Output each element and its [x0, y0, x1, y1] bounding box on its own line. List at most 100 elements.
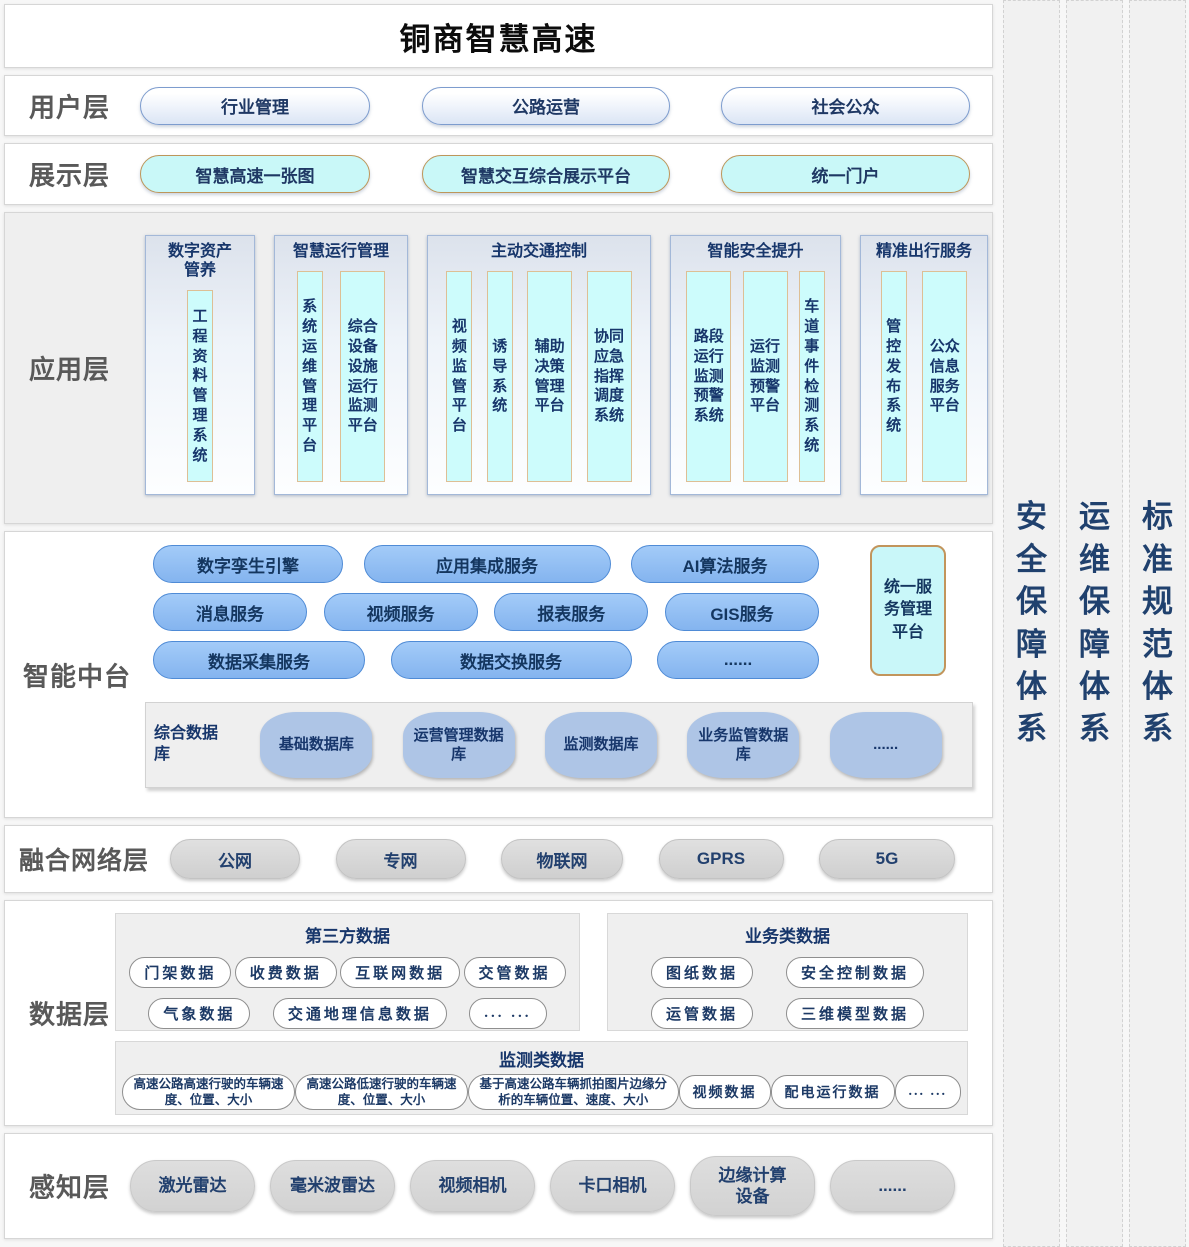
user-layer-items: 行业管理 公路运营 社会公众	[140, 86, 970, 125]
business-data-box: 业务类数据 图纸数据 安全控制数据 运管数据 三维模型数据	[607, 913, 968, 1031]
perception-layer-label: 感知层	[29, 1172, 111, 1203]
network-items: 公网 专网 物联网 GPRS 5G	[170, 839, 955, 879]
data-node: 图纸数据	[650, 957, 753, 988]
data-node: 配电运行数据	[770, 1075, 895, 1109]
platform-services-row: 数字孪生引擎 应用集成服务 AI算法服务	[153, 545, 819, 583]
app-group-precise-travel-service: 精准出行服务 管控发布系统 公众信息服务平台	[860, 235, 988, 495]
data-node: 安全控制数据	[785, 957, 924, 988]
monitoring-data-box: 监测类数据 高速公路高速行驶的车辆速度、位置、大小 高速公路低速行驶的车辆速度、…	[115, 1041, 968, 1115]
network-node: 公网	[170, 839, 300, 879]
network-layer-label: 融合网络层	[19, 847, 150, 875]
database-items: 基础数据库 运营管理数据库 监测数据库 业务监管数据库 ......	[230, 712, 972, 778]
service-node: 视频服务	[323, 593, 478, 631]
perception-items: 激光雷达 毫米波雷达 视频相机 卡口相机 边缘计算设备 ......	[130, 1156, 955, 1216]
pillar-standards-specifications: 标准规范体系	[1129, 0, 1186, 1247]
service-node: 报表服务	[494, 593, 649, 631]
perception-node-ellipsis: ......	[830, 1160, 955, 1212]
app-group-items: 工程资料管理系统	[150, 288, 250, 484]
perception-node-lidar: 激光雷达	[130, 1160, 255, 1212]
database-cylinder: 业务监管数据库	[687, 712, 800, 778]
data-node: 高速公路低速行驶的车辆速度、位置、大小	[295, 1074, 469, 1110]
pillar-security-assurance: 安全保障体系	[1003, 0, 1060, 1247]
data-node: ... ...	[469, 998, 547, 1029]
perception-node-edge-computing: 边缘计算设备	[690, 1156, 815, 1216]
platform-layer-label: 智能中台	[23, 661, 132, 691]
app-group-title: 主动交通控制	[490, 243, 587, 260]
data-node: 基于高速公路车辆抓拍图片边缘分析的车辆位置、速度、大小	[468, 1074, 679, 1110]
platform-services-row: 消息服务 视频服务 报表服务 GIS服务	[153, 593, 819, 631]
app-group-items: 视频监管平台 诱导系统 辅助决策管理平台 协同应急指挥调度系统	[432, 269, 646, 484]
platform-services: 数字孪生引擎 应用集成服务 AI算法服务 消息服务 视频服务 报表服务 GIS服…	[153, 545, 819, 689]
service-node: AI算法服务	[631, 545, 819, 583]
network-layer-section: 融合网络层 公网 专网 物联网 GPRS 5G	[4, 825, 993, 893]
app-item: 协同应急指挥调度系统	[586, 271, 632, 482]
perception-layer-section: 感知层 激光雷达 毫米波雷达 视频相机 卡口相机 边缘计算设备 ......	[4, 1133, 993, 1239]
integrated-database-label: 综合数据库	[154, 725, 219, 763]
data-node: 收费数据	[234, 957, 337, 988]
app-item: 路段运行监测预警系统	[686, 271, 732, 482]
data-node: 三维模型数据	[785, 998, 924, 1029]
application-layer-label: 应用层	[29, 354, 111, 385]
user-layer-label: 用户层	[29, 92, 111, 122]
third-party-row: 门架数据 收费数据 互联网数据 交管数据	[126, 957, 569, 988]
app-item: 车道事件检测系统	[798, 271, 825, 482]
app-group-digital-asset: 数字资产管养 工程资料管理系统	[145, 235, 255, 495]
app-item: 综合设备设施运行监测平台	[340, 271, 386, 482]
integrated-database-panel: 综合数据库 基础数据库 运营管理数据库 监测数据库 业务监管数据库 ......	[145, 702, 973, 788]
monitoring-row: 高速公路高速行驶的车辆速度、位置、大小 高速公路低速行驶的车辆速度、位置、大小 …	[122, 1074, 962, 1110]
data-node: 视频数据	[678, 1075, 771, 1109]
app-group-smart-operation: 智慧运行管理 系统运维管理平台 综合设备设施运行监测平台	[274, 235, 408, 495]
service-node: ......	[657, 641, 819, 679]
network-node: 物联网	[501, 839, 623, 879]
database-cylinder: 运营管理数据库	[402, 712, 515, 778]
data-layer-label: 数据层	[29, 999, 111, 1030]
service-node: 应用集成服务	[363, 545, 611, 583]
display-layer-items: 智慧高速一张图 智慧交互综合展示平台 统一门户	[140, 155, 970, 193]
user-layer-section: 用户层 行业管理 公路运营 社会公众	[4, 75, 993, 136]
unified-service-platform-node: 统一服务管理平台	[870, 545, 946, 676]
title-bar: 铜商智慧高速	[4, 4, 993, 68]
business-data-title: 业务类数据	[745, 927, 830, 946]
business-row: 运管数据 三维模型数据	[618, 998, 957, 1029]
third-party-data-box: 第三方数据 门架数据 收费数据 互联网数据 交管数据 气象数据 交通地理信息数据…	[115, 913, 580, 1031]
platform-services-row: 数据采集服务 数据交换服务 ......	[153, 641, 819, 679]
user-node-public: 社会公众	[721, 86, 970, 125]
service-node: 数据交换服务	[390, 641, 632, 679]
service-node: 数据采集服务	[153, 641, 365, 679]
pillar-text: 标准规范体系	[1142, 499, 1173, 747]
perception-node-mmwave-radar: 毫米波雷达	[270, 1160, 395, 1212]
app-group-active-traffic-control: 主动交通控制 视频监管平台 诱导系统 辅助决策管理平台 协同应急指挥调度系统	[427, 235, 651, 495]
app-item: 辅助决策管理平台	[527, 271, 573, 482]
display-node-interactive-platform: 智慧交互综合展示平台	[422, 155, 670, 193]
data-node: 运管数据	[650, 998, 753, 1029]
business-row: 图纸数据 安全控制数据	[618, 957, 957, 988]
app-item: 系统运维管理平台	[296, 271, 323, 482]
app-item: 工程资料管理系统	[187, 290, 213, 482]
app-item: 诱导系统	[486, 271, 513, 482]
app-group-items: 管控发布系统 公众信息服务平台	[865, 269, 983, 484]
app-item: 管控发布系统	[880, 271, 907, 482]
service-node: GIS服务	[664, 593, 819, 631]
perception-node-checkpoint-camera: 卡口相机	[550, 1160, 675, 1212]
data-node: 高速公路高速行驶的车辆速度、位置、大小	[122, 1074, 296, 1110]
display-node-unified-portal: 统一门户	[721, 155, 970, 193]
app-item: 视频监管平台	[446, 271, 473, 482]
monitoring-data-title: 监测类数据	[499, 1051, 584, 1070]
application-layer-section: 应用层 数字资产管养 工程资料管理系统 智慧运行管理 系统运维管理平台 综合设备…	[4, 212, 993, 524]
data-node: 气象数据	[148, 998, 251, 1029]
app-group-title: 智慧运行管理	[292, 243, 389, 260]
service-node: 数字孪生引擎	[153, 545, 343, 583]
application-groups: 数字资产管养 工程资料管理系统 智慧运行管理 系统运维管理平台 综合设备设施运行…	[145, 235, 988, 495]
data-layer-section: 数据层 第三方数据 门架数据 收费数据 互联网数据 交管数据 气象数据 交通地理…	[4, 900, 993, 1126]
app-group-items: 路段运行监测预警系统 运行监测预警平台 车道事件检测系统	[675, 269, 836, 484]
app-group-title: 数字资产管养	[167, 243, 232, 280]
network-node: 专网	[335, 839, 466, 879]
pillar-operation-maintenance-assurance: 运维保障体系	[1066, 0, 1123, 1247]
perception-node-video-camera: 视频相机	[410, 1160, 535, 1212]
display-node-one-map: 智慧高速一张图	[140, 155, 370, 193]
network-node: GPRS	[658, 839, 784, 879]
network-node: 5G	[819, 839, 955, 879]
data-node: ... ...	[894, 1075, 962, 1109]
display-layer-section: 展示层 智慧高速一张图 智慧交互综合展示平台 统一门户	[4, 143, 993, 205]
diagram-main-column: 铜商智慧高速 用户层 行业管理 公路运营 社会公众 展示层 智慧高速一张图 智慧…	[4, 4, 993, 1246]
